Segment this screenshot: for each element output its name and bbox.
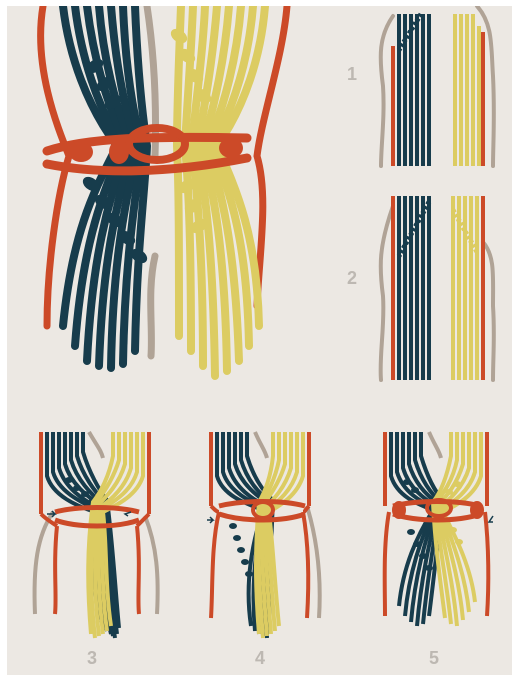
main-knot-detail bbox=[41, 6, 287, 376]
step-5-diagram: 5 bbox=[385, 432, 493, 668]
navy-cords-step2 bbox=[399, 196, 429, 380]
orange-cord-step3-left-tail bbox=[55, 526, 57, 614]
illustration-frame: 1 2 bbox=[7, 6, 512, 675]
arrow-icon-step3-right bbox=[125, 512, 131, 516]
taupe-cord-step3-left bbox=[35, 512, 53, 614]
step-label-3: 3 bbox=[87, 648, 97, 668]
taupe-cord-step3-right bbox=[145, 516, 158, 614]
step-label-4: 4 bbox=[255, 648, 265, 668]
yellow-cords-step5 bbox=[433, 432, 481, 626]
step-3-diagram: 3 bbox=[35, 432, 158, 668]
orange-cord-step5-left-tail bbox=[385, 512, 389, 616]
yellow-cords-step1 bbox=[455, 14, 479, 166]
taupe-cord-bottom bbox=[151, 256, 155, 356]
taupe-cord-step4-top bbox=[255, 432, 267, 458]
arrow-icon-step5 bbox=[489, 516, 493, 522]
orange-cord-step5-right-tail bbox=[485, 512, 488, 616]
orange-cord-step3-right-tail bbox=[137, 526, 139, 614]
arrow-icon-step4 bbox=[207, 517, 213, 523]
step-2-diagram: 2 bbox=[347, 196, 494, 380]
step-label-5: 5 bbox=[429, 648, 439, 668]
orange-cord-step4-left-tail bbox=[211, 512, 219, 618]
navy-cords-step1 bbox=[399, 14, 429, 166]
taupe-cord-step3-top bbox=[89, 432, 103, 458]
step-label-1: 1 bbox=[347, 64, 357, 84]
macrame-instructions-diagram: 1 2 bbox=[7, 6, 512, 675]
yellow-cords-step2 bbox=[453, 196, 477, 380]
step-4-diagram: 4 bbox=[207, 432, 320, 668]
orange-cord-step4-right-tail bbox=[303, 512, 308, 618]
step-label-2: 2 bbox=[347, 268, 357, 288]
taupe-cord-step5-top bbox=[429, 432, 441, 458]
yellow-cords-step4 bbox=[256, 432, 303, 638]
navy-cord-bundle bbox=[63, 6, 147, 368]
step-1-diagram: 1 bbox=[347, 6, 494, 166]
